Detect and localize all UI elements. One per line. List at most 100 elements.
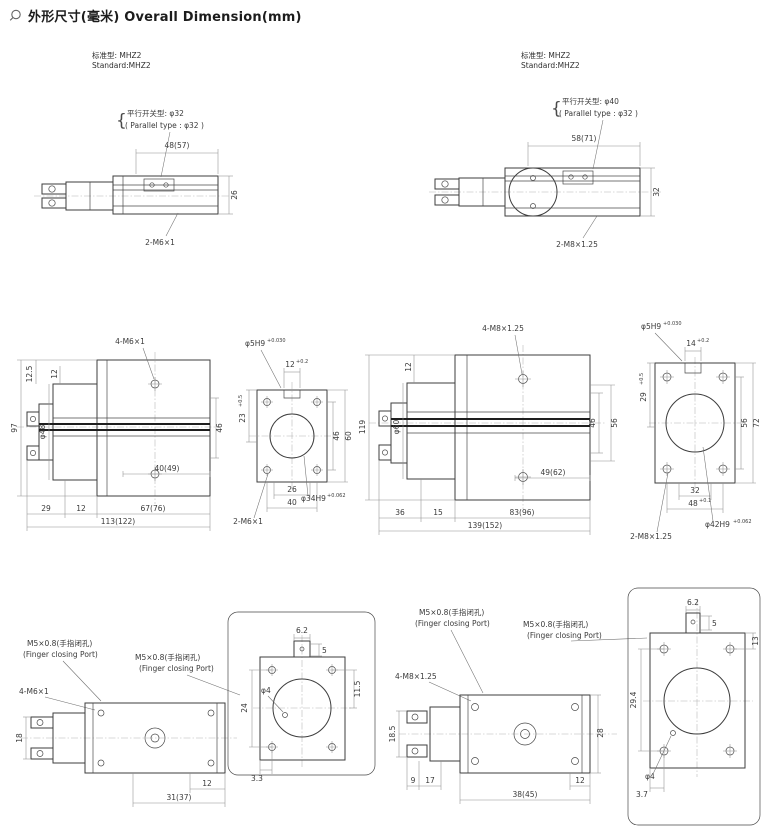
gripper-side-view <box>34 175 236 215</box>
dim-finger-tol: +0.5 <box>639 373 645 385</box>
dim-c2: 15 <box>433 508 443 517</box>
dim-rail-length: 48(57) <box>165 141 190 150</box>
dim-height: 32 <box>640 167 661 217</box>
dim-width: 58(71) <box>527 134 641 166</box>
dim-end-a: 56 <box>740 418 749 428</box>
dim-total-width: 139(152) <box>468 521 503 530</box>
dim-end-b: 60 <box>344 431 353 441</box>
dim-body-height: 32 <box>652 187 661 197</box>
dim-c2: 17 <box>425 776 435 785</box>
model-label-zh: 标准型: MHZ2 <box>92 50 142 60</box>
dim-rail-height: 46 <box>215 423 224 433</box>
body-face <box>259 656 346 761</box>
dim-pin-hole-tol: +0.030 <box>663 321 682 327</box>
dim-step-b: 12 <box>404 362 413 372</box>
dim-height: 26 <box>218 175 239 215</box>
finger-block <box>52 712 86 764</box>
dim-pin-hole-tol: +0.030 <box>267 338 286 344</box>
dim-body-height: 56 <box>610 418 619 428</box>
thread-leader <box>165 212 179 237</box>
port1-label-zh: M5×0.8(手指闭孔) <box>27 638 92 648</box>
port2-label-en: (Finger closing Port) <box>527 631 602 640</box>
end-view <box>649 357 745 491</box>
dim-pin-hole: φ5H9 <box>641 322 661 331</box>
pin-hole <box>670 730 676 736</box>
note-parallel-type-zh: 平行开关型: φ40 <box>562 96 619 106</box>
dim-slot-w: 6.2 <box>296 626 308 635</box>
end-dims: 14 +0.2 29 +0.5 56 72 32 48 +0.1 <box>639 338 761 513</box>
dim-eb1: 32 <box>690 486 700 495</box>
port2-label-zh: M5×0.8(手指闭孔) <box>523 619 588 629</box>
panel-outline <box>627 587 761 826</box>
dim-step-b: 12 <box>50 369 59 379</box>
drawing-top-left-standard: 标准型: MHZ2 Standard:MHZ2 { 平行开关型: φ32 ( P… <box>34 50 239 247</box>
dim-boss-dia: φ48 <box>38 425 47 440</box>
dim-left-h: 29.4 <box>629 691 638 708</box>
page-header: 外形尺寸(毫米) Overall Dimension(mm) <box>8 6 302 25</box>
dim-slot: 12 <box>285 360 295 369</box>
dim-eb2: 48 <box>688 499 698 508</box>
thread-leader <box>582 215 598 239</box>
port2-label-en: (Finger closing Port) <box>139 664 214 673</box>
dim-thread-top: 4-M8×1.25 <box>482 324 524 333</box>
note-parallel-type-zh: 平行开关型: φ32 <box>127 108 184 118</box>
gripper-side-view <box>429 167 661 217</box>
dim-body-h: 28 <box>596 728 605 738</box>
auto-switch <box>143 178 175 192</box>
front-dims: 97 φ48 12.5 12 46 40(49) 29 12 67(76) 11… <box>10 359 224 531</box>
dim-c3: 67(76) <box>141 504 166 513</box>
thread-leader <box>44 696 96 711</box>
side-view <box>399 694 617 774</box>
body-face <box>654 362 736 484</box>
body-face <box>649 632 746 769</box>
dim-hole: φ4 <box>261 686 271 695</box>
bore-circle <box>272 678 332 738</box>
port2-label-zh: M5×0.8(手指闭孔) <box>135 652 200 662</box>
dim-slot-d: 5 <box>322 646 327 655</box>
front-view <box>369 345 605 509</box>
dim-total: 31(37) <box>167 793 192 802</box>
panel-outline <box>227 611 376 776</box>
dim-total-height: 97 <box>10 423 19 433</box>
rail-housing <box>406 382 456 480</box>
note-leader <box>160 131 171 178</box>
flange-circle <box>508 167 558 217</box>
dim-offset: 3.3 <box>251 774 263 783</box>
port1-label-en: (Finger closing Port) <box>415 619 490 628</box>
dim-c2: 12 <box>76 504 86 513</box>
body-face <box>256 389 328 483</box>
bore-circle <box>665 393 725 453</box>
dim-finger: 23 <box>238 413 247 423</box>
bore-circle <box>663 667 731 735</box>
dim-step-a: 12.5 <box>25 365 34 382</box>
thread-leader <box>428 681 472 702</box>
model-label-en: Standard:MHZ2 <box>92 61 151 70</box>
note-parallel-type-en: ( Parallel type : φ32 ) <box>559 109 638 118</box>
dim-right-h: 11.5 <box>353 680 362 697</box>
end-view-panel: 6.2 5 13 29.4 φ4 3.7 <box>627 587 761 826</box>
page-title: 外形尺寸(毫米) Overall Dimension(mm) <box>28 10 302 25</box>
port1-leader <box>450 629 484 694</box>
dim-thread-bottom: 2-M8×1.25 <box>630 532 672 541</box>
drawing-bottom-right: M5×0.8(手指闭孔) (Finger closing Port) M5×0.… <box>388 587 761 826</box>
dim-thread: 2-M6×1 <box>145 238 175 247</box>
port-boss <box>685 612 701 634</box>
dim-pin-hole: φ5H9 <box>245 339 265 348</box>
model-label-zh: 标准型: MHZ2 <box>521 50 571 60</box>
drawing-bottom-left: M5×0.8(手指闭孔) (Finger closing Port) M5×0.… <box>15 611 376 807</box>
rail-housing <box>52 383 98 481</box>
drawing-mid-right: 4-M8×1.25 119 φ60 12 46 56 49(62) <box>358 321 761 541</box>
drawing-top-right-standard: 标准型: MHZ2 Standard:MHZ2 { 平行开关型: φ40 ( P… <box>429 50 661 249</box>
dim-width: 48(57) <box>135 141 219 174</box>
dim-slot-d: 5 <box>712 619 717 628</box>
finger-block <box>65 181 114 211</box>
dim-rail-length: 58(71) <box>572 134 597 143</box>
dim-c1: 29 <box>41 504 51 513</box>
port1-label-zh: M5×0.8(手指闭孔) <box>419 607 484 617</box>
port1-label-en: (Finger closing Port) <box>23 650 98 659</box>
port2-leader <box>186 674 241 696</box>
dim-thread-bottom: 2-M6×1 <box>233 517 263 526</box>
dim-upper-width: 49(62) <box>541 468 566 477</box>
note-brace: { <box>116 111 127 131</box>
